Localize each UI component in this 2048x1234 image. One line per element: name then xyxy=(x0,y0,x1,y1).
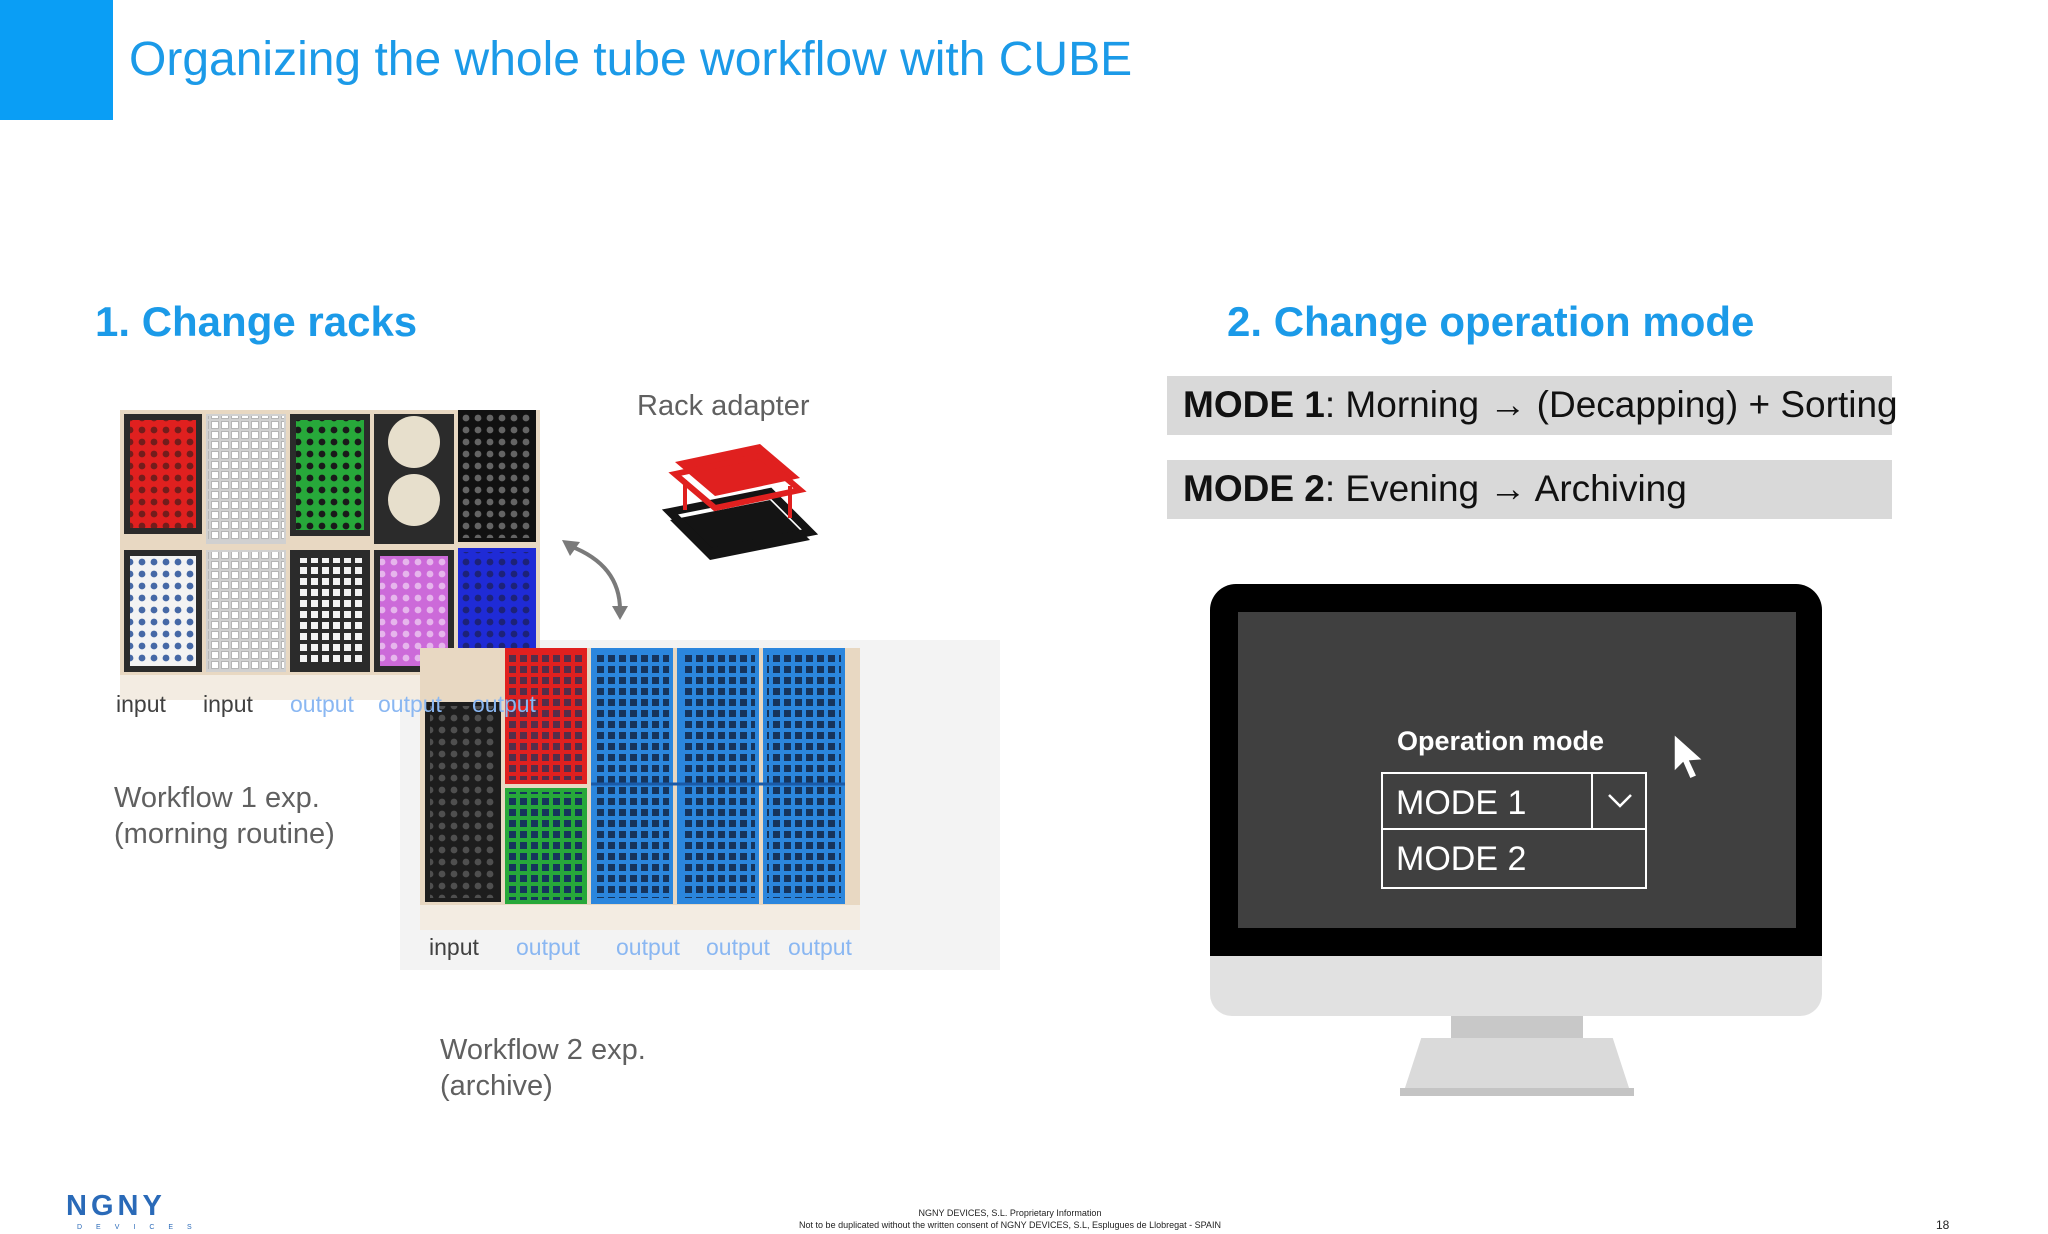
monitor-chin xyxy=(1210,956,1822,1016)
monitor-stand xyxy=(1403,1038,1631,1094)
section2-heading: 2. Change operation mode xyxy=(1227,298,1755,345)
mode2-bar: MODE 2: Evening → Archiving xyxy=(1167,460,1892,519)
mode1-key: MODE 1 xyxy=(1183,384,1325,425)
wf1-slot-label: input xyxy=(203,691,253,717)
workflow2-caption-line2: (archive) xyxy=(440,1070,553,1102)
monitor-screen xyxy=(1238,612,1796,928)
monitor-neck xyxy=(1451,1016,1583,1038)
wf1-slot-label: output xyxy=(290,691,354,717)
workflow1-caption-line2: (morning routine) xyxy=(114,818,335,850)
wf2-slot-label: output xyxy=(616,934,680,960)
mouse-cursor-icon xyxy=(1673,732,1705,780)
mode-option-2-label: MODE 2 xyxy=(1396,840,1527,878)
wf2-slot-label: output xyxy=(788,934,852,960)
corner-accent xyxy=(0,0,113,120)
wf1-slot-label: output xyxy=(378,691,442,717)
wf2-slot-label: input xyxy=(429,934,479,960)
mode2-key: MODE 2 xyxy=(1183,468,1325,509)
rack-adapter-label: Rack adapter xyxy=(637,390,810,422)
mode-option-2[interactable]: MODE 2 xyxy=(1381,830,1647,889)
footer-line1: NGNY DEVICES, S.L. Proprietary Informati… xyxy=(918,1208,1102,1218)
monitor-base xyxy=(1400,1088,1634,1096)
wf2-slot-label: output xyxy=(706,934,770,960)
workflow2-caption-line1: Workflow 2 exp. xyxy=(440,1034,646,1066)
select-divider xyxy=(1591,774,1593,828)
ngny-logo-sub: DEVICES xyxy=(77,1224,206,1231)
racks-illustration xyxy=(120,410,1000,970)
wf1-slot-label: output xyxy=(472,691,536,717)
chevron-down-icon[interactable] xyxy=(1605,790,1635,812)
ngny-logo: NGNY xyxy=(66,1190,166,1222)
page-number: 18 xyxy=(1936,1218,1950,1232)
mode1-bar: MODE 1: Morning → (Decapping) + Sorting xyxy=(1167,376,1898,435)
workflow1-caption-line1: Workflow 1 exp. xyxy=(114,782,320,814)
page-title: Organizing the whole tube workflow with … xyxy=(129,33,1133,86)
mode-select-value: MODE 1 xyxy=(1396,784,1527,822)
wf1-slot-label: input xyxy=(116,691,166,717)
wf2-slot-label: output xyxy=(516,934,580,960)
mode2-desc: : Evening → Archiving xyxy=(1324,468,1687,509)
operation-mode-label: Operation mode xyxy=(1397,726,1605,756)
mode-select[interactable]: MODE 1 xyxy=(1381,772,1647,830)
footer-line2: Not to be duplicated without the written… xyxy=(799,1220,1221,1230)
section1-heading: 1. Change racks xyxy=(95,298,418,345)
mode1-desc: : Morning → (Decapping) + Sorting xyxy=(1324,384,1898,425)
